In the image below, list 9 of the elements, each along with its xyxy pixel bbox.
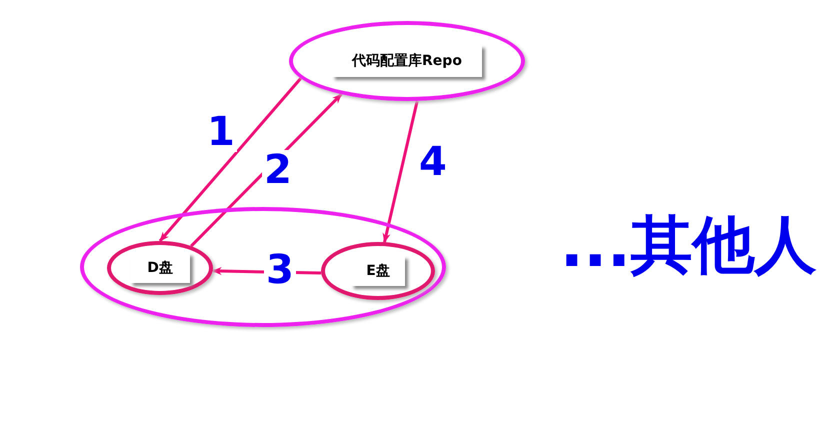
- repo-ellipse: [289, 21, 525, 101]
- drive-ellipse: [321, 242, 435, 300]
- arrow: [382, 100, 419, 244]
- node-label: E盘: [351, 256, 405, 286]
- arrow: [158, 77, 302, 242]
- node-label: D盘: [130, 253, 190, 283]
- handwritten-note: ...其他人: [560, 207, 817, 283]
- drive-ellipse: [107, 241, 213, 295]
- node-label: 代码配置库Repo: [332, 45, 482, 77]
